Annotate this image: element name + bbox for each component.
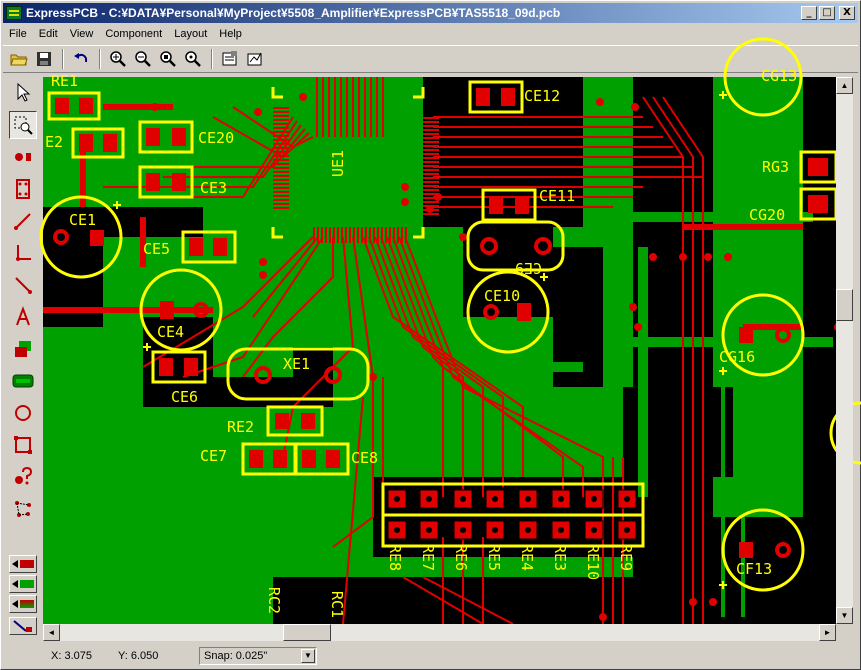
diagonal-icon[interactable] — [9, 271, 37, 299]
label-cg16: CG16 — [719, 348, 755, 366]
label-rc2: RC2 — [265, 587, 283, 614]
rectangle-icon[interactable] — [9, 431, 37, 459]
menu-view[interactable]: View — [69, 28, 94, 40]
pcb-canvas[interactable]: RE1 E2 CE20 CE3 CE1 CE5 CE4 CE6 XE1 RE2 … — [39, 37, 861, 625]
label-re4: RE4 — [518, 544, 536, 571]
toolbar-separator — [211, 49, 213, 69]
rules-icon[interactable] — [243, 48, 267, 70]
scroll-up-icon[interactable]: ▲ — [836, 77, 853, 94]
menu-edit[interactable]: Edit — [38, 28, 58, 40]
label-re5: RE5 — [485, 544, 503, 571]
vertical-scrollbar[interactable]: ▲ ▼ — [836, 77, 853, 624]
trace-icon[interactable] — [9, 207, 37, 235]
open-icon[interactable] — [7, 48, 31, 70]
label-cf13: CF13 — [736, 560, 772, 578]
zoom-select-icon[interactable] — [9, 111, 37, 139]
zoom-in-icon[interactable] — [106, 48, 130, 70]
undo-icon[interactable] — [69, 48, 93, 70]
menu-component[interactable]: Component — [105, 28, 163, 40]
chevron-down-icon[interactable]: ▼ — [301, 649, 315, 663]
layer-icon[interactable] — [9, 335, 37, 363]
label-re1: RE1 — [51, 72, 78, 90]
maximize-button[interactable]: □ — [819, 6, 835, 20]
label-re10: RE10 — [584, 544, 602, 580]
close-button[interactable]: X — [839, 6, 855, 20]
properties-icon[interactable] — [218, 48, 242, 70]
label-ce9: CE9 — [515, 259, 542, 277]
label-ce10: CE10 — [484, 287, 520, 305]
label-rg3: RG3 — [762, 158, 789, 176]
expresspcb-app-icon — [6, 6, 22, 20]
snap-value: Snap: 0.025" — [204, 650, 268, 662]
menu-bar: File Edit View Component Layout Help — [3, 25, 248, 43]
horizontal-scrollbar[interactable]: ◄ ► — [43, 624, 836, 641]
label-ce4: CE4 — [157, 323, 184, 341]
layer-top-button[interactable] — [9, 555, 37, 573]
label-re9: RE9 — [617, 544, 635, 571]
layer-silkscreen-button[interactable] — [9, 595, 37, 613]
label-re3: RE3 — [551, 544, 569, 571]
menu-layout[interactable]: Layout — [174, 28, 208, 40]
cursor-x-readout: X: 3.075 — [51, 650, 92, 662]
main-toolbar — [3, 45, 858, 73]
toolbar-separator — [62, 49, 64, 69]
ratsnest-icon[interactable] — [9, 495, 37, 523]
query-icon[interactable] — [9, 463, 37, 491]
circle-icon[interactable] — [9, 399, 37, 427]
label-ce1: CE1 — [69, 211, 96, 229]
title-bar: ExpressPCB - C:¥DATA¥Personal¥MyProject¥… — [3, 3, 858, 23]
text-icon[interactable] — [9, 303, 37, 331]
minimize-button[interactable]: _ — [801, 6, 817, 20]
status-bar: X: 3.075 Y: 6.050 Snap: 0.025" ▼ — [3, 645, 858, 667]
label-ce20: CE20 — [198, 129, 234, 147]
zoom-window-icon[interactable] — [181, 48, 205, 70]
snap-select[interactable]: Snap: 0.025" ▼ — [199, 647, 317, 665]
label-ce11: CE11 — [539, 187, 575, 205]
vertical-scroll-thumb[interactable] — [836, 289, 853, 321]
label-ce6: CE6 — [171, 388, 198, 406]
layer-bottom-button[interactable] — [9, 575, 37, 593]
horizontal-scroll-thumb[interactable] — [283, 624, 331, 641]
label-e2: E2 — [45, 133, 63, 151]
pcb-board-drawing[interactable]: RE1 E2 CE20 CE3 CE1 CE5 CE4 CE6 XE1 RE2 … — [39, 37, 861, 625]
pad-icon[interactable] — [9, 143, 37, 171]
label-cg13: CG13 — [761, 67, 797, 85]
window-title: ExpressPCB - C:¥DATA¥Personal¥MyProject¥… — [26, 6, 561, 20]
scroll-left-icon[interactable]: ◄ — [43, 624, 60, 641]
scroll-right-icon[interactable]: ► — [819, 624, 836, 641]
label-cg20: CG20 — [749, 206, 785, 224]
label-ce12: CE12 — [524, 87, 560, 105]
menu-help[interactable]: Help — [219, 28, 242, 40]
label-re6: RE6 — [452, 544, 470, 571]
scroll-down-icon[interactable]: ▼ — [836, 607, 853, 624]
corner-icon[interactable] — [9, 239, 37, 267]
filled-plane-icon[interactable] — [9, 367, 37, 395]
label-ce5: CE5 — [143, 240, 170, 258]
label-re8: RE8 — [386, 544, 404, 571]
tool-palette — [3, 77, 41, 642]
label-rc1: RC1 — [328, 591, 346, 618]
label-re2: RE2 — [227, 418, 254, 436]
label-re7: RE7 — [419, 544, 437, 571]
component-icon[interactable] — [9, 175, 37, 203]
toolbar-separator — [99, 49, 101, 69]
menu-file[interactable]: File — [9, 28, 27, 40]
label-ce7: CE7 — [200, 447, 227, 465]
label-ce8: CE8 — [351, 449, 378, 467]
label-ue1: UE1 — [329, 150, 347, 177]
zoom-out-icon[interactable] — [131, 48, 155, 70]
label-xe1: XE1 — [283, 355, 310, 373]
layer-all-button[interactable] — [9, 617, 37, 635]
save-icon[interactable] — [32, 48, 56, 70]
label-ce3: CE3 — [200, 179, 227, 197]
pointer-icon[interactable] — [9, 79, 37, 107]
zoom-fit-icon[interactable] — [156, 48, 180, 70]
cursor-y-readout: Y: 6.050 — [117, 650, 159, 662]
